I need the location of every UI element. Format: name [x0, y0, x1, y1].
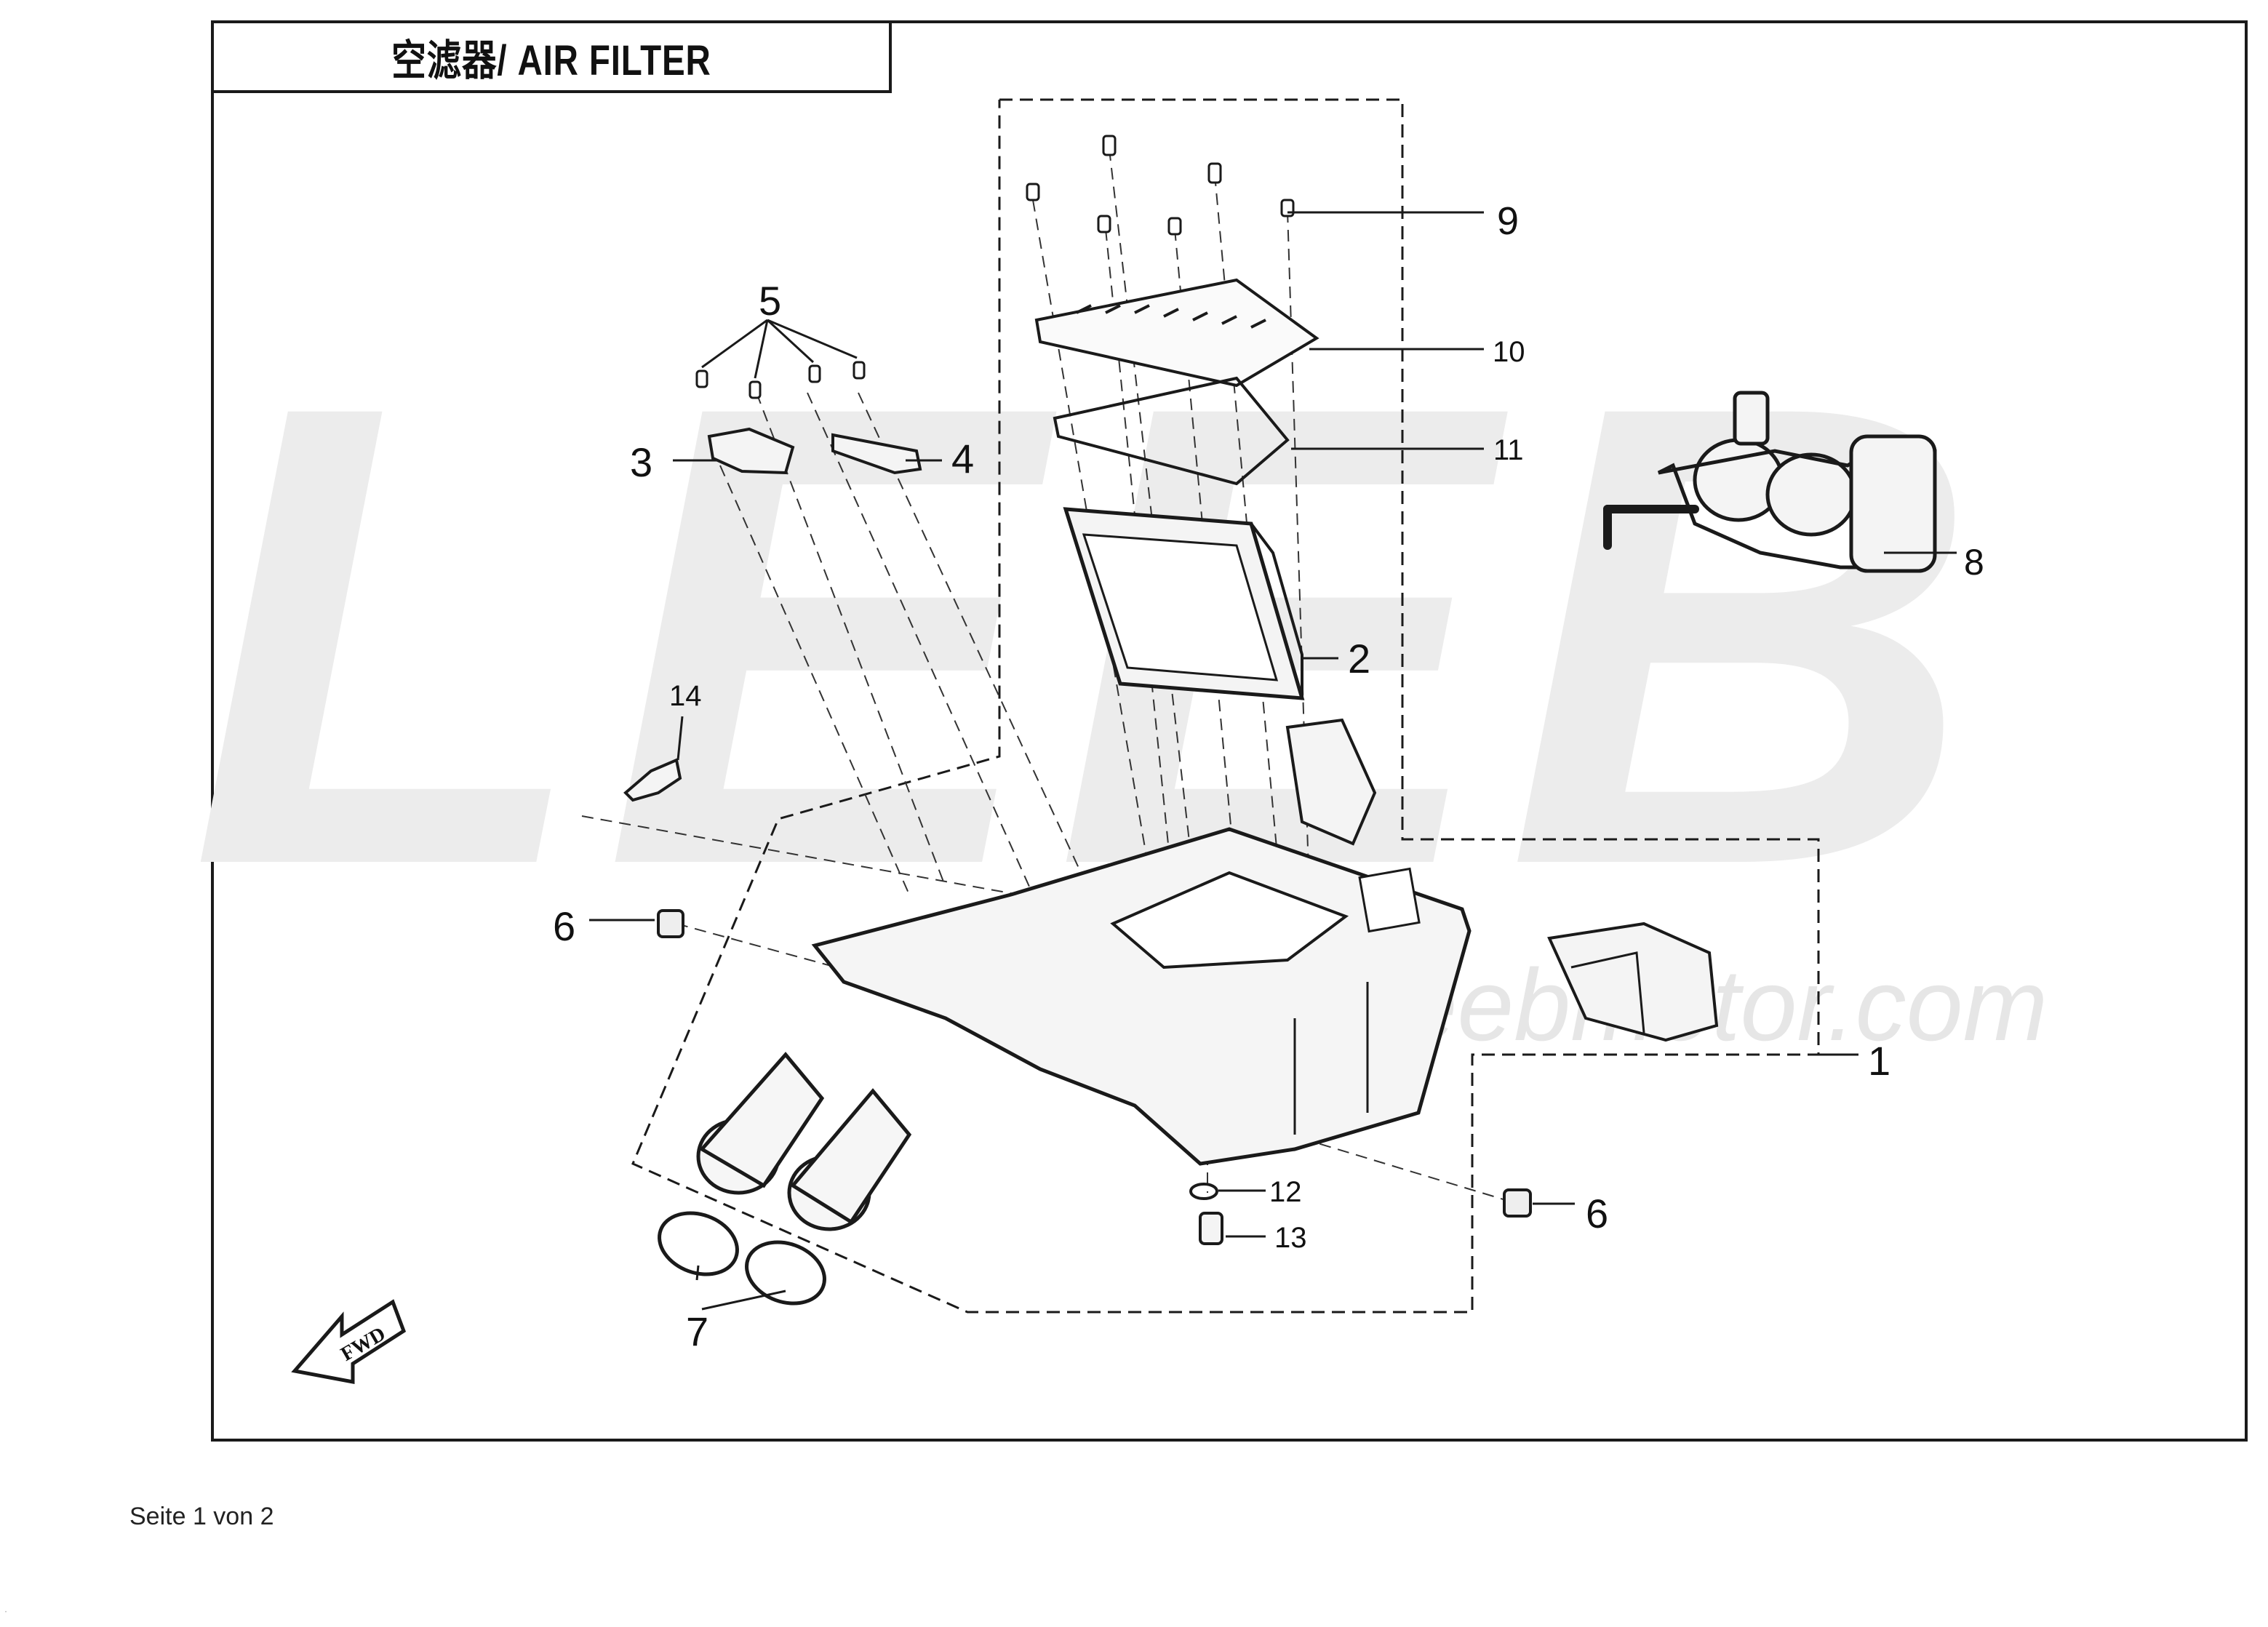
callout-8: 8: [1964, 542, 1984, 583]
drawing-frame: [211, 20, 2248, 1442]
cover-part-10: [1034, 278, 1319, 388]
callout-numbers: 1 2 3 4 5 6 6 7 8 9 10 11 12 13 14: [553, 199, 1984, 1354]
page-footer: Seite 1 von 2: [129, 1503, 274, 1530]
plug-part-13: [1199, 1212, 1223, 1245]
velocity-stacks: [696, 1052, 912, 1231]
airbox-part-1: [811, 827, 1472, 1166]
callout-9: 9: [1497, 199, 1519, 243]
callout-11: 11: [1493, 434, 1524, 466]
brackets-parts-3-4: [707, 427, 922, 475]
clip-part-12: [1189, 1183, 1218, 1200]
title-box: 空滤器/ AIR FILTER: [211, 20, 892, 93]
bolts-part-9: [1026, 135, 1295, 236]
screws-part-5: [695, 361, 866, 399]
callout-7: 7: [686, 1308, 708, 1354]
callout-5: 5: [759, 278, 781, 324]
callout-12: 12: [1269, 1176, 1302, 1208]
callout-4: 4: [951, 436, 974, 481]
sensor-part-14: [623, 758, 682, 802]
callout-1: 1: [1868, 1038, 1890, 1084]
throttle-body-part-8: [1603, 391, 1937, 573]
clamps-part-7: [658, 1211, 826, 1306]
gasket-part-11: [1053, 376, 1290, 486]
leaders-part-5: [701, 319, 858, 379]
callout-14: 14: [669, 680, 702, 712]
assembly-boundary-dashed: [631, 98, 1820, 1314]
callout-10: 10: [1493, 336, 1525, 368]
callout-6-left: 6: [553, 903, 575, 949]
callout-13: 13: [1274, 1222, 1307, 1254]
grommets-part-6: [657, 909, 1532, 1218]
filter-element-part-2: [1063, 507, 1305, 700]
callout-6-right: 6: [1586, 1191, 1608, 1236]
callout-leaders: [589, 211, 1957, 1311]
page-title: 空滤器/ AIR FILTER: [391, 37, 711, 84]
snorkel-duct: [1547, 922, 1719, 1042]
intake-boot: [1285, 718, 1377, 846]
corner-mark: ·: [4, 1606, 7, 1616]
fwd-arrow-icon: FWD: [291, 1299, 407, 1385]
callout-2: 2: [1348, 636, 1370, 681]
callout-3: 3: [630, 439, 652, 485]
